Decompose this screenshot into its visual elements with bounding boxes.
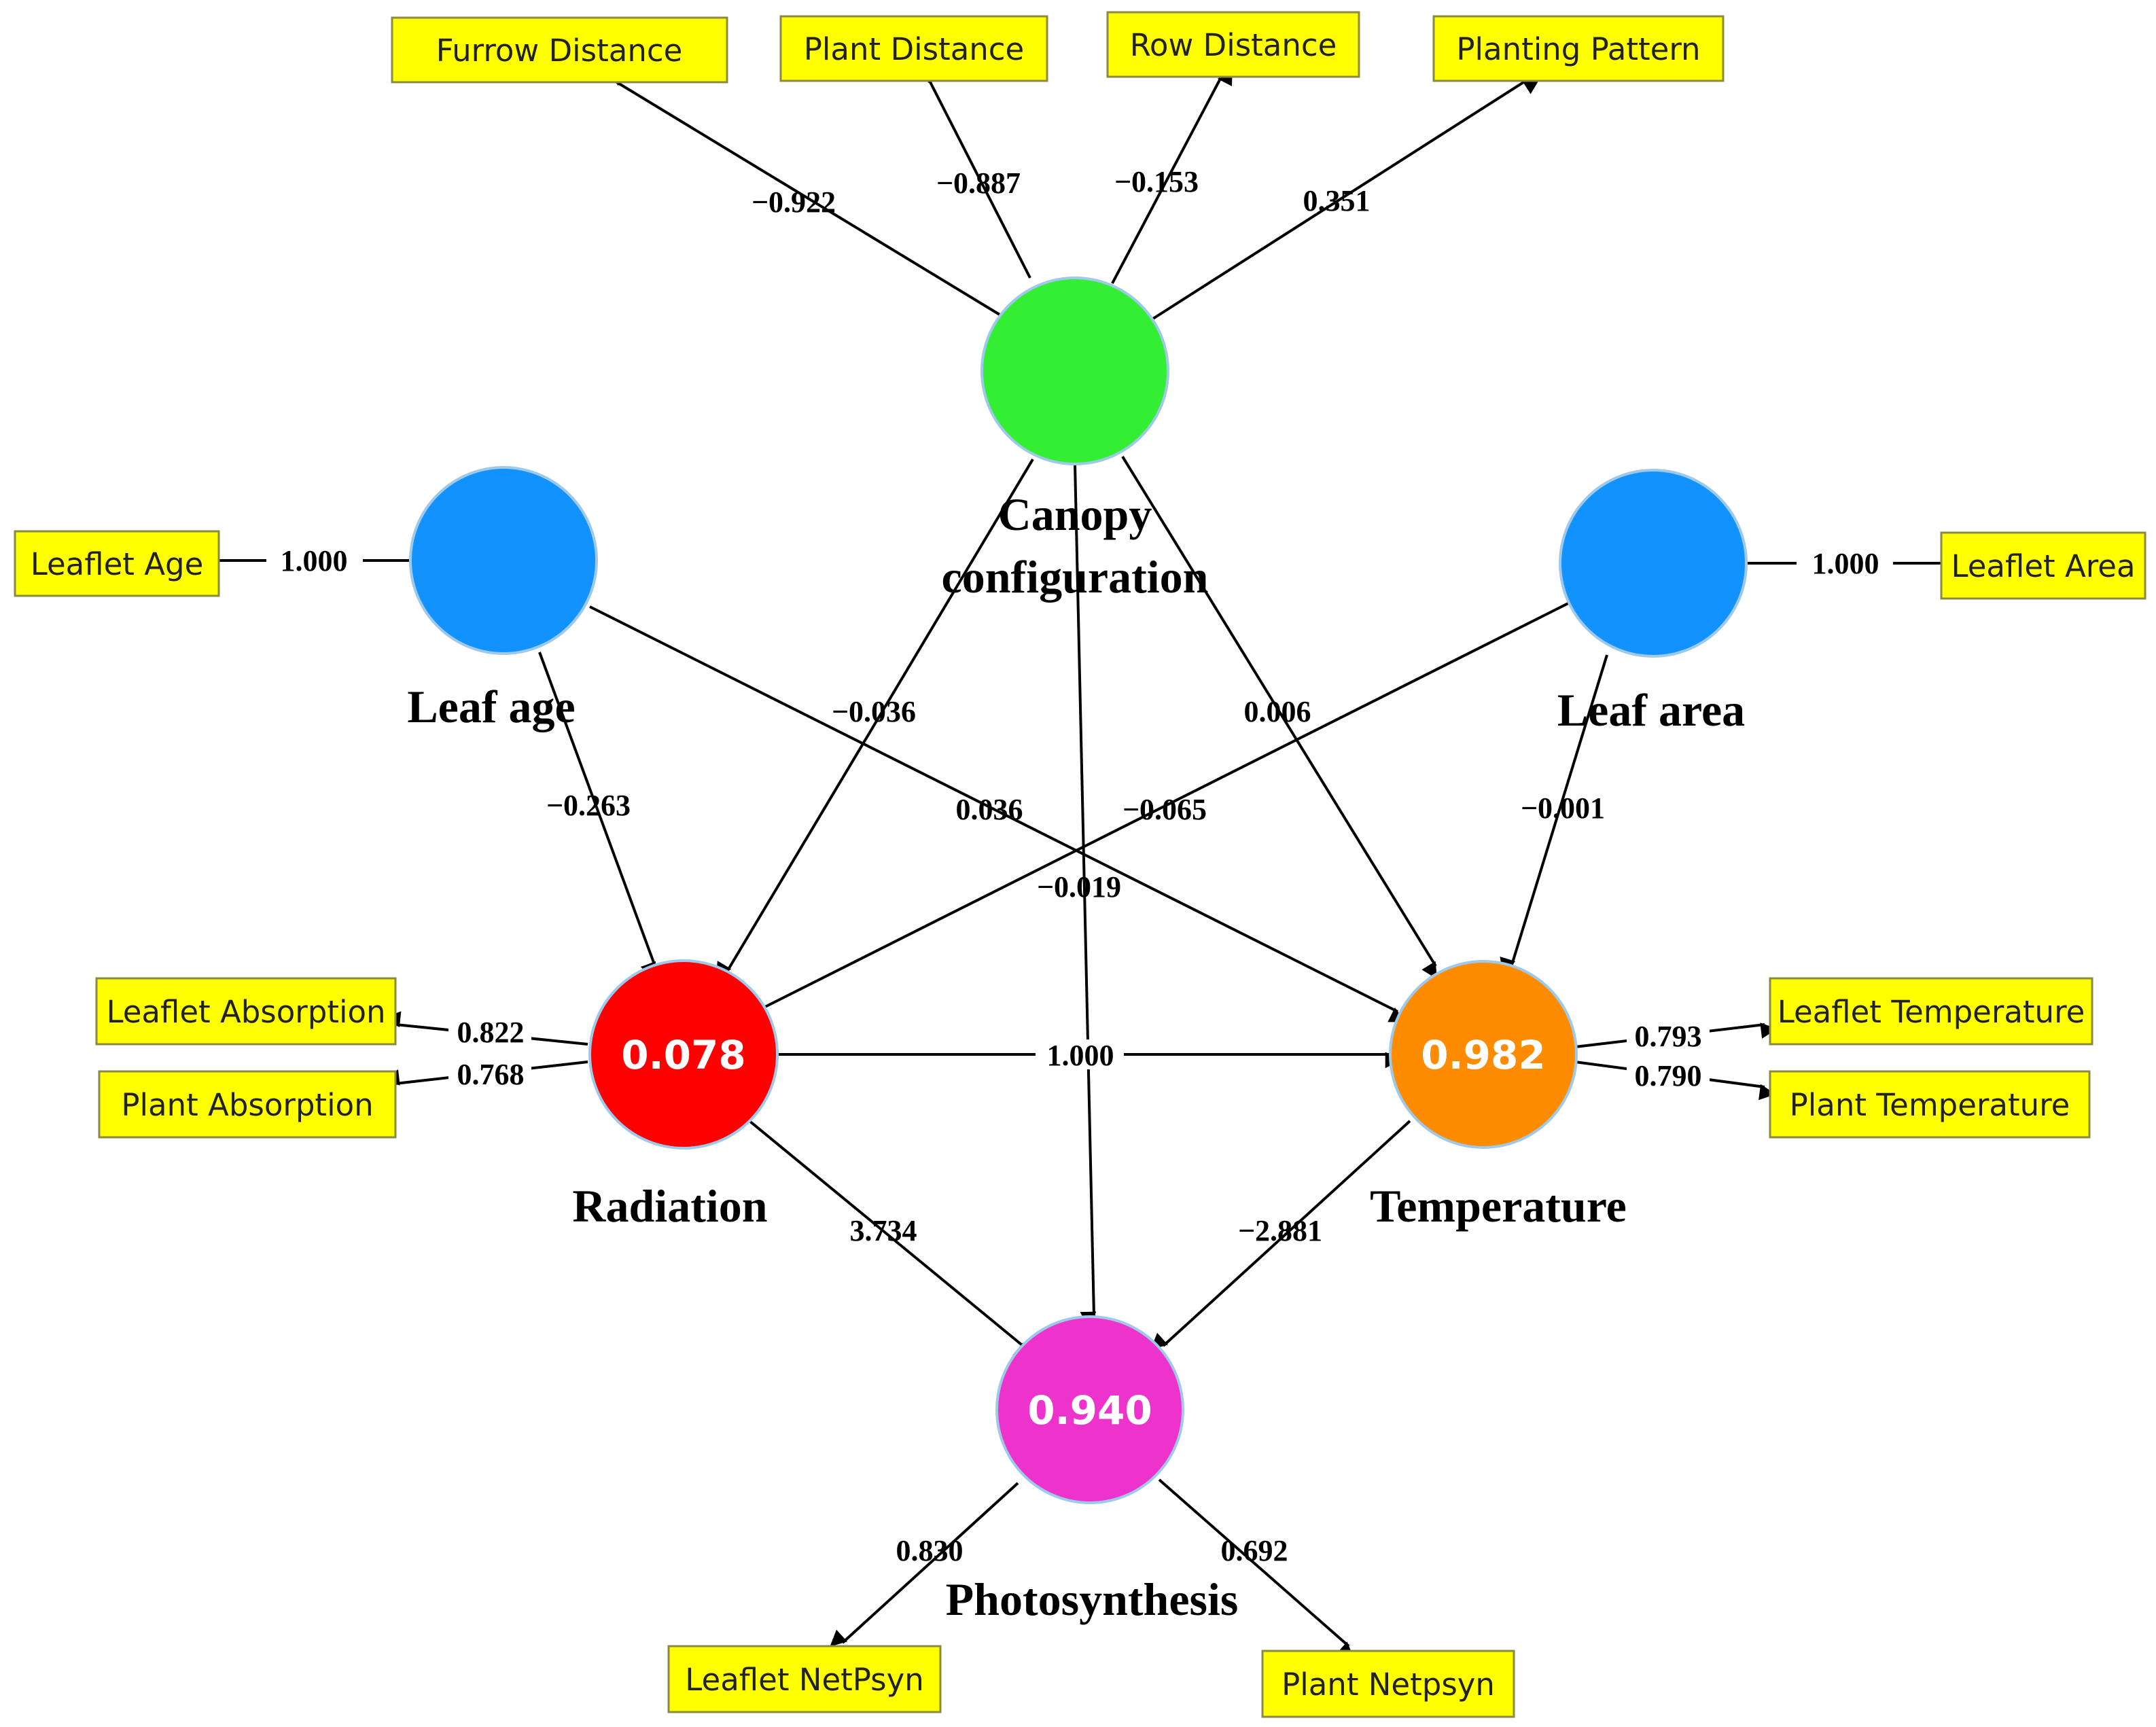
edge-photosynthesis-leaflet-netpsyn [830,1482,1019,1647]
loading-plant-absorption: 0.768 [457,1058,525,1091]
path-radiation-photosynthesis: 3.734 [850,1214,917,1247]
edge-canopy-furrow-distance [608,70,1001,316]
indicator-leaflet-area: Leaflet Area [1940,531,2146,600]
temperature-r2-value: 0.982 [1421,1032,1545,1078]
path-temperature-photosynthesis: −2.881 [1238,1214,1322,1247]
photosynthesis-circle [995,1315,1184,1504]
indicator-plant-temperature: Plant Temperature [1769,1070,2091,1139]
indicator-leaflet-temperature-label: Leaflet Temperature [1778,994,2085,1030]
path-canopy-radiation: −0.036 [832,695,916,728]
loading-leaflet-age: 1.000 [281,544,348,577]
indicator-leaflet-netpsyn: Leaflet NetPsyn [667,1645,942,1713]
indicator-plant-absorption: Plant Absorption [98,1070,397,1139]
edge-leaf-area-temperature [1500,654,1608,975]
temperature-circle [1389,960,1578,1149]
edge-canopy-radiation [715,458,1034,979]
edge-canopy-temperature [1121,455,1438,980]
construct-leaf-age: Leaf age [407,466,598,732]
photosynthesis-label: Photosynthesis [946,1573,1239,1625]
construct-photosynthesis: 0.940 Photosynthesis [946,1315,1239,1625]
loading-row-distance: −0.153 [1114,165,1199,198]
edge-photosynthesis-plant-netpsyn [1158,1478,1354,1658]
photosynthesis-r2-value: 0.940 [1027,1387,1152,1434]
canopy-configuration-label-1: Canopy [998,488,1152,540]
edge-leaf-area-radiation [746,601,1572,1011]
path-leaf-area-temperature: −0.001 [1521,791,1605,825]
edge-canopy-planting-pattern [1152,78,1540,320]
loading-plant-netpsyn: 0.692 [1221,1534,1288,1567]
construct-temperature: 0.982 Temperature [1370,960,1627,1232]
indicator-plant-absorption-label: Plant Absorption [121,1087,373,1123]
leaf-age-circle [409,466,598,655]
indicator-furrow-distance-label: Furrow Distance [436,33,683,69]
indicator-row-distance-label: Row Distance [1130,27,1337,63]
edge-leaf-age-temperature [589,605,1406,1022]
path-radiation-temperature: 1.000 [1047,1039,1114,1072]
indicator-leaflet-absorption: Leaflet Absorption [95,977,397,1046]
path-leaf-area-radiation: −0.065 [1123,793,1207,826]
canopy-configuration-circle [980,277,1169,465]
construct-leaf-area: Leaf area [1557,469,1748,736]
edge-radiation-photosynthesis [748,1120,1031,1359]
indicator-plant-distance-label: Plant Distance [804,31,1024,67]
indicator-furrow-distance: Furrow Distance [391,16,728,84]
path-leaf-age-temperature: 0.036 [956,793,1023,826]
temperature-label: Temperature [1370,1180,1627,1232]
indicator-row-distance: Row Distance [1106,11,1360,78]
canopy-configuration-label-2: configuration [942,551,1209,603]
path-canopy-photosynthesis: −0.019 [1037,870,1121,904]
loading-planting-pattern: 0.351 [1303,184,1371,217]
indicator-leaflet-area-label: Leaflet Area [1951,548,2135,584]
loading-leaflet-netpsyn: 0.830 [896,1534,964,1567]
loading-plant-distance: −0.887 [936,166,1021,200]
indicator-leaflet-age: Leaflet Age [14,530,220,597]
edge-temperature-photosynthesis [1150,1120,1411,1350]
edge-canopy-photosynthesis [1074,463,1097,1328]
edge-leaf-age-radiation [538,652,656,980]
construct-canopy-configuration: Canopy configuration [942,277,1209,603]
indicator-leaflet-absorption-label: Leaflet Absorption [106,994,385,1030]
leaf-area-circle [1559,469,1748,658]
loading-furrow-distance: −0.922 [752,185,836,219]
indicator-planting-pattern: Planting Pattern [1432,15,1725,82]
edge-canopy-row-distance [1111,68,1233,284]
indicator-leaflet-temperature: Leaflet Temperature [1769,977,2093,1046]
leaf-area-label: Leaf area [1557,684,1745,736]
path-leaf-age-radiation: −0.263 [546,789,631,822]
loading-leaflet-temperature: 0.793 [1635,1020,1702,1053]
loading-leaflet-area: 1.000 [1812,547,1879,580]
radiation-r2-value: 0.078 [621,1032,745,1078]
indicator-plant-netpsyn: Plant Netpsyn [1261,1650,1515,1718]
loading-plant-temperature: 0.790 [1635,1059,1702,1092]
edge-canopy-plant-distance [927,65,1031,279]
radiation-circle [588,959,779,1150]
construct-radiation: 0.078 Radiation [572,959,779,1232]
indicator-plant-temperature-label: Plant Temperature [1790,1087,2070,1123]
indicator-leaflet-age-label: Leaflet Age [31,546,204,582]
coef-labels: −0.922 −0.887 −0.153 0.351 1.000 1.000 0… [266,165,1893,1567]
indicator-plant-distance: Plant Distance [779,15,1048,82]
loading-leaflet-absorption: 0.822 [457,1016,525,1049]
radiation-label: Radiation [572,1180,767,1232]
indicator-leaflet-netpsyn-label: Leaflet NetPsyn [685,1662,923,1698]
leaf-age-label: Leaf age [407,681,575,732]
indicator-plant-netpsyn-label: Plant Netpsyn [1282,1667,1495,1703]
path-canopy-temperature: 0.006 [1244,695,1311,728]
indicator-planting-pattern-label: Planting Pattern [1456,31,1700,67]
